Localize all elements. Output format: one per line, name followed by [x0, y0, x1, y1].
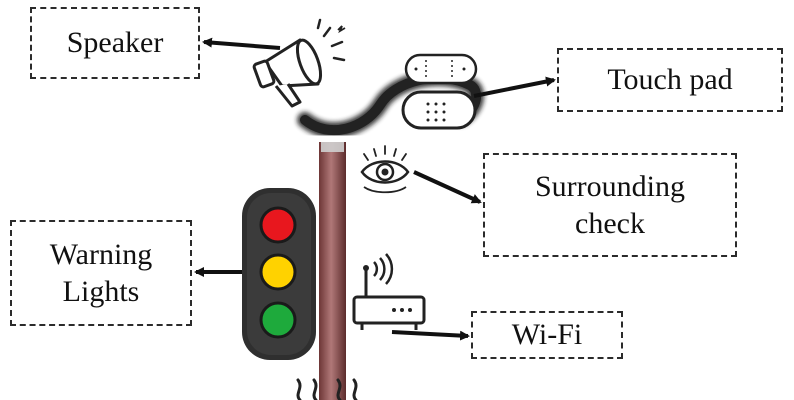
surrounding-check-label-line2: check	[575, 207, 645, 240]
green-light	[259, 301, 297, 339]
touch-pad-label: Touch pad	[607, 63, 733, 97]
warning-lights-label-line2: Lights	[62, 275, 140, 308]
warning-lights-label-line1: Warning	[49, 237, 153, 271]
wifi-arrow	[391, 330, 470, 341]
surrounding-check-arrow	[413, 170, 482, 204]
wifi-label: Wi-Fi	[511, 318, 583, 352]
surrounding-check-label-box: Surrounding check	[483, 153, 737, 257]
speaker-arrow	[202, 37, 281, 50]
cane-pole	[319, 142, 346, 400]
traffic-light-icon	[242, 188, 316, 360]
surrounding-check-label-line1: Surrounding	[535, 169, 685, 203]
wifi-router-icon	[352, 253, 426, 330]
touch-pad-arrow	[473, 76, 556, 98]
yellow-light	[259, 253, 297, 291]
megaphone-icon	[252, 18, 346, 108]
touch-pad-label-box: Touch pad	[557, 48, 783, 112]
eye-icon	[360, 145, 410, 194]
wifi-label-box: Wi-Fi	[471, 311, 623, 359]
touch-pad-icon	[401, 53, 478, 130]
arrows	[194, 37, 556, 341]
speaker-label-box: Speaker	[30, 7, 200, 79]
warning-lights-label-box: Warning Lights	[10, 220, 192, 326]
vibration-marks	[296, 378, 358, 400]
speaker-label: Speaker	[66, 26, 164, 60]
red-light	[259, 206, 297, 244]
